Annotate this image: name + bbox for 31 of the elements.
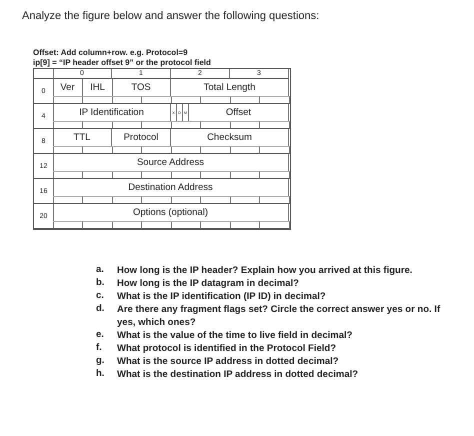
- field-label: Protocol: [112, 129, 171, 146]
- note-text: ip[9] = “IP header offset 9” or the protocol field: [33, 58, 212, 69]
- field-label: IHL: [83, 79, 113, 96]
- list-marker: g.: [96, 355, 106, 368]
- list-marker: a.: [96, 264, 105, 277]
- question-text: How long is the IP datagram in decimal?: [117, 277, 300, 290]
- title: Analyze the figure below and answer the following questions:: [22, 10, 320, 24]
- list-marker: h.: [96, 368, 106, 381]
- field-label: TOS: [112, 79, 171, 96]
- question-text: What protocol is identified in the Protocol Field?: [117, 342, 338, 356]
- field-label: Destination Address: [53, 179, 289, 196]
- list-marker: f.: [96, 342, 103, 355]
- field-label: Source Address: [53, 154, 289, 171]
- question-text: What is the value of the time to live field in decimal?: [117, 329, 354, 342]
- field-label: Options (optional): [53, 204, 289, 221]
- field-label: Checksum: [171, 129, 289, 146]
- note-text: Offset: Add column+row. e.g. Protocol=9: [33, 48, 189, 59]
- question-text: How long is the IP header? Explain how you arrived at this figure.: [117, 264, 414, 278]
- question-text: What is the destination IP address in dotted decimal?: [117, 368, 360, 382]
- question-text: Are there any fragment flags set? Circle the correct answer yes or no. If yes, which ones?: [117, 303, 442, 330]
- question-text: What is the source IP address in dotted decimal?: [117, 355, 340, 368]
- list-marker: b.: [96, 277, 106, 290]
- list-marker: d.: [96, 303, 106, 316]
- list-marker: e.: [96, 329, 105, 342]
- field-label: Total Length: [171, 79, 289, 96]
- list-marker: c.: [96, 290, 105, 303]
- field-label: IP Identification: [53, 104, 171, 121]
- question-text: What is the IP identification (IP ID) in decimal?: [117, 290, 327, 304]
- field-label: Offset: [189, 104, 289, 121]
- field-label: Ver: [53, 79, 83, 96]
- field-label: TTL: [53, 129, 112, 146]
